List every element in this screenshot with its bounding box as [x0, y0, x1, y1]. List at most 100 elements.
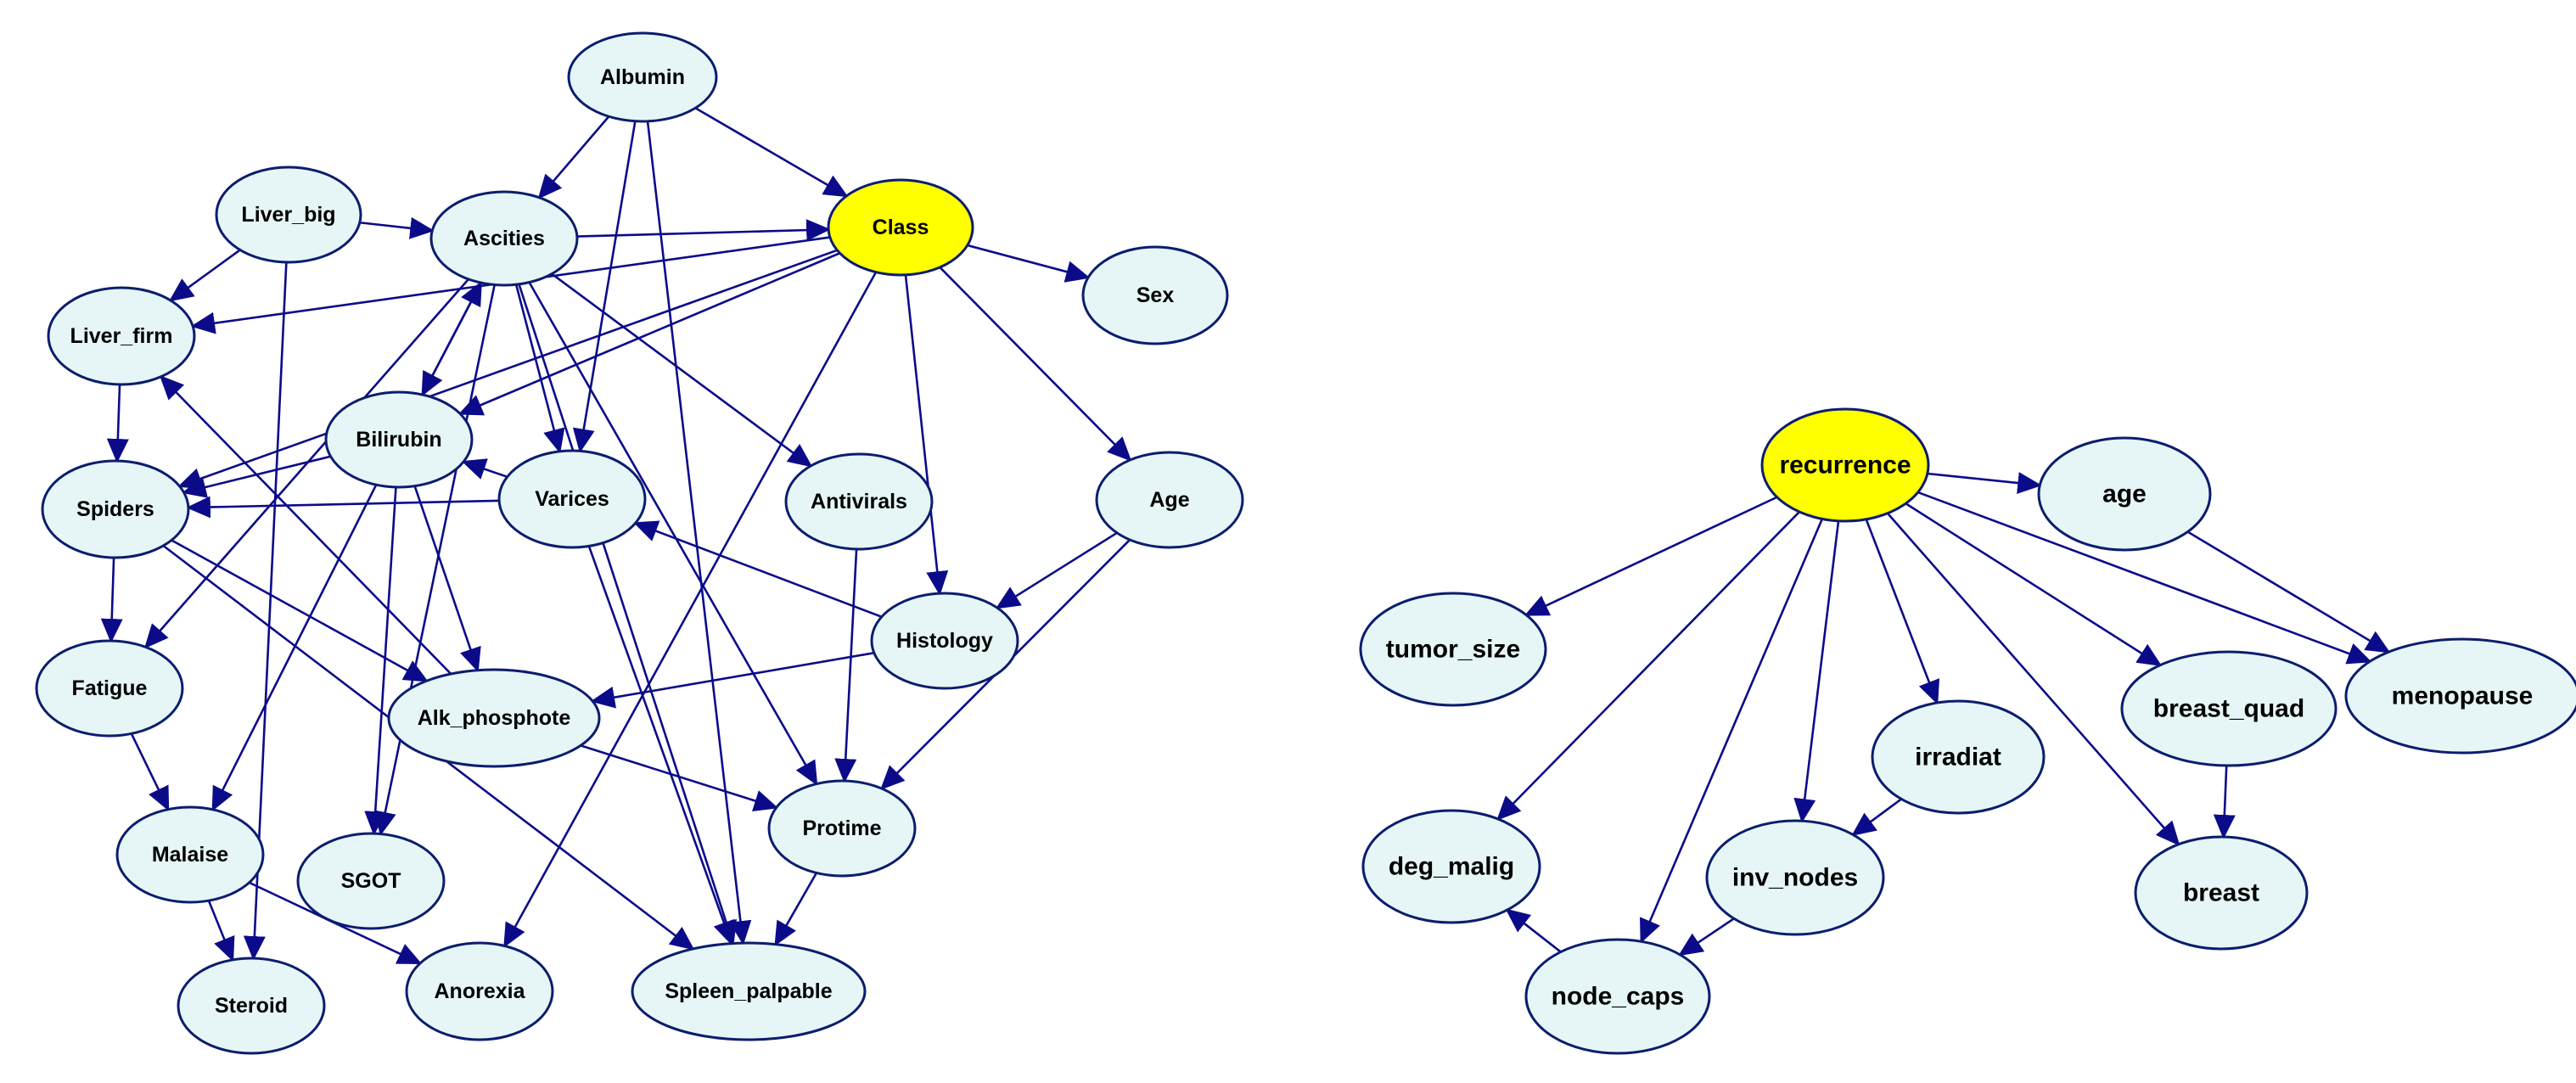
node-recurrence[interactable]: recurrence — [1760, 407, 1930, 523]
edge-albumin-to-class — [694, 107, 849, 198]
node-steroid[interactable]: Steroid — [177, 957, 326, 1055]
node-age[interactable]: Age — [1095, 451, 1244, 549]
node-age[interactable]: age — [2037, 436, 2212, 552]
edge-liver_big-to-ascities — [359, 216, 435, 239]
node-shape — [2037, 436, 2212, 552]
node-albumin[interactable]: Albumin — [567, 31, 718, 123]
node-label: SGOT — [341, 869, 401, 893]
node-shape — [429, 190, 579, 287]
node-deg_malig[interactable]: deg_malig — [1361, 809, 1541, 924]
node-sex[interactable]: Sex — [1081, 245, 1229, 345]
edge-recurrence-to-irradiat — [1865, 519, 1940, 705]
node-spiders[interactable]: Spiders — [41, 459, 190, 559]
edge-ascities-to-antivirals — [551, 272, 813, 468]
edge-recurrence-to-tumor_size — [1524, 496, 1778, 616]
node-shape — [497, 449, 647, 549]
edge-age-to-menopause — [2186, 530, 2391, 654]
node-liver_big[interactable]: Liver_big — [215, 166, 362, 264]
node-alk_phosphote[interactable]: Alk_phosphote — [387, 668, 601, 768]
node-label: node_caps — [1552, 983, 1685, 1011]
node-breast_quad[interactable]: breast_quad — [2120, 650, 2337, 767]
edge-class-to-sex — [967, 244, 1091, 283]
edge-recurrence-to-inv_nodes — [1793, 520, 1840, 823]
node-node_caps[interactable]: node_caps — [1524, 938, 1711, 1055]
node-shape — [1359, 592, 1547, 707]
node-spleen_palpable[interactable]: Spleen_palpable — [631, 941, 867, 1041]
edge-ascities-to-class — [576, 219, 831, 242]
node-shape — [177, 957, 326, 1055]
edge-class-to-spiders — [177, 249, 838, 490]
node-liver_firm[interactable]: Liver_firm — [47, 286, 196, 386]
node-label: Malaise — [152, 843, 228, 867]
node-irradiat[interactable]: irradiat — [1871, 699, 2046, 815]
node-breast[interactable]: breast — [2134, 835, 2309, 951]
node-shape — [1760, 407, 1930, 523]
node-shape — [324, 390, 474, 489]
node-bilirubin[interactable]: Bilirubin — [324, 390, 474, 489]
edge-liver_firm-to-spiders — [106, 384, 129, 463]
node-label: Alk_phosphote — [418, 706, 571, 730]
node-shape — [47, 286, 196, 386]
node-shape — [2134, 835, 2309, 951]
node-shape — [1361, 809, 1541, 924]
edge-varices-to-spiders — [186, 496, 500, 519]
node-label: breast — [2183, 879, 2259, 907]
edge-class-to-bilirubin — [457, 252, 840, 416]
node-label: Age — [1149, 488, 1189, 512]
node-label: Antivirals — [811, 490, 907, 513]
edge-albumin-to-varices — [572, 121, 637, 453]
edge-irradiat-to-inv_nodes — [1851, 798, 1902, 837]
node-anorexia[interactable]: Anorexia — [405, 941, 554, 1041]
node-label: Liver_big — [241, 203, 335, 227]
node-label: Spleen_palpable — [665, 979, 832, 1003]
node-shape — [1871, 699, 2046, 815]
node-shape — [567, 31, 718, 123]
node-malaise[interactable]: Malaise — [115, 805, 265, 904]
node-antivirals[interactable]: Antivirals — [784, 452, 934, 551]
edge-inv_nodes-to-node_caps — [1678, 917, 1735, 957]
edge-fatigue-to-malaise — [130, 732, 170, 811]
edge-ascities-to-protime — [528, 281, 818, 786]
edge-age-to-histology — [995, 531, 1118, 609]
node-shape — [35, 639, 184, 738]
edge-antivirals-to-protime — [834, 548, 858, 783]
node-class[interactable]: Class — [827, 178, 974, 277]
node-label: menopause — [2392, 682, 2534, 710]
edges-layer — [100, 107, 2391, 965]
node-shape — [2120, 650, 2337, 767]
node-fatigue[interactable]: Fatigue — [35, 639, 184, 738]
node-varices[interactable]: Varices — [497, 449, 647, 549]
node-shape — [296, 832, 446, 930]
node-label: breast_quad — [2153, 695, 2304, 723]
edge-bilirubin-to-alk_phosphote — [413, 485, 481, 673]
node-inv_nodes[interactable]: inv_nodes — [1705, 819, 1885, 936]
edge-ascities-to-spleen_palpable — [518, 283, 737, 946]
node-label: Protime — [802, 816, 881, 840]
node-shape — [387, 668, 601, 768]
edge-albumin-to-spleen_palpable — [646, 121, 752, 946]
node-shape — [41, 459, 190, 559]
edge-recurrence-to-breast_quad — [1905, 502, 2163, 667]
node-protime[interactable]: Protime — [767, 779, 917, 878]
node-histology[interactable]: Histology — [870, 592, 1019, 690]
node-menopause[interactable]: menopause — [2344, 637, 2576, 755]
node-shape — [405, 941, 554, 1041]
edge-recurrence-to-deg_malig — [1496, 511, 1800, 821]
node-shape — [767, 779, 917, 878]
edge-bilirubin-to-sgot — [364, 486, 397, 836]
node-sgot[interactable]: SGOT — [296, 832, 446, 930]
node-label: Liver_firm — [70, 324, 173, 348]
edge-albumin-to-ascities — [537, 115, 610, 199]
edge-histology-to-alk_phosphote — [590, 651, 875, 709]
node-label: deg_malig — [1389, 853, 1514, 881]
node-tumor_size[interactable]: tumor_size — [1359, 592, 1547, 707]
node-shape — [1705, 819, 1885, 936]
node-shape — [1524, 938, 1711, 1055]
node-label: Spiders — [76, 497, 154, 521]
edge-recurrence-to-node_caps — [1640, 518, 1824, 944]
node-shape — [215, 166, 362, 264]
node-ascities[interactable]: Ascities — [429, 190, 579, 287]
edge-varices-to-bilirubin — [461, 458, 508, 480]
edge-node_caps-to-deg_malig — [1505, 908, 1562, 953]
node-label: age — [2102, 480, 2147, 508]
